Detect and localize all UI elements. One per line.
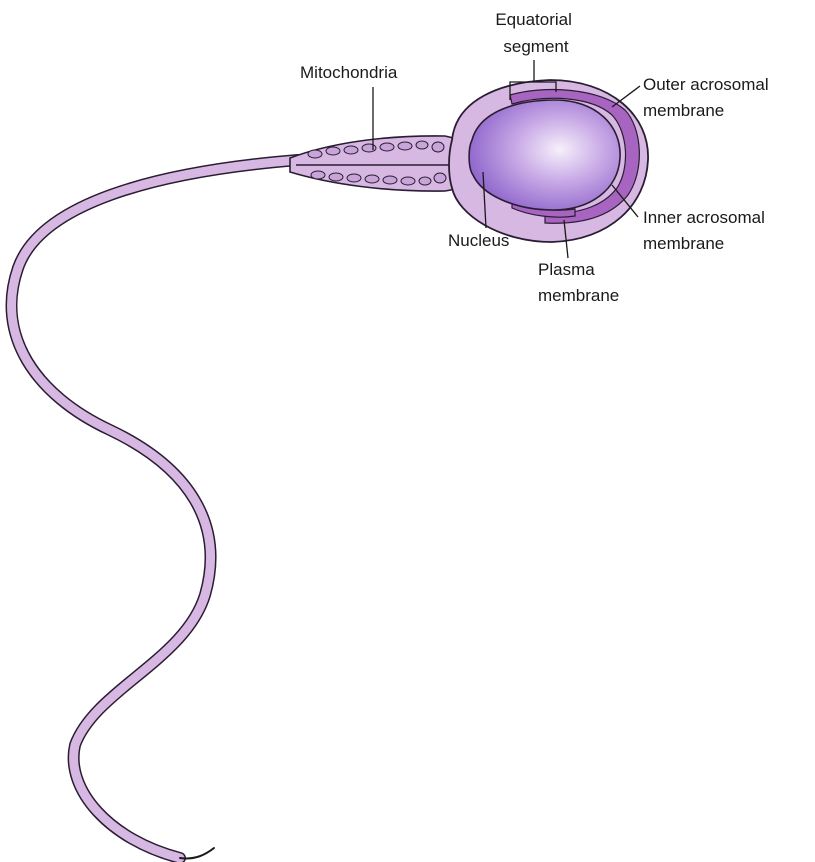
outer-acrosomal-leader	[612, 86, 640, 107]
plasma-membrane-label: Plasma membrane	[538, 260, 619, 305]
sperm-head	[449, 80, 648, 242]
mitochondria-label: Mitochondria	[300, 63, 398, 82]
nucleus	[469, 100, 620, 210]
nucleus-label: Nucleus	[448, 231, 509, 250]
outer-acrosomal-membrane-label: Outer acrosomal membrane	[643, 75, 773, 120]
flagellum	[12, 160, 298, 858]
inner-acrosomal-membrane-label: Inner acrosomal membrane	[643, 208, 770, 253]
midpiece	[290, 136, 468, 191]
equatorial-segment-label: Equatorial segment	[495, 10, 576, 56]
